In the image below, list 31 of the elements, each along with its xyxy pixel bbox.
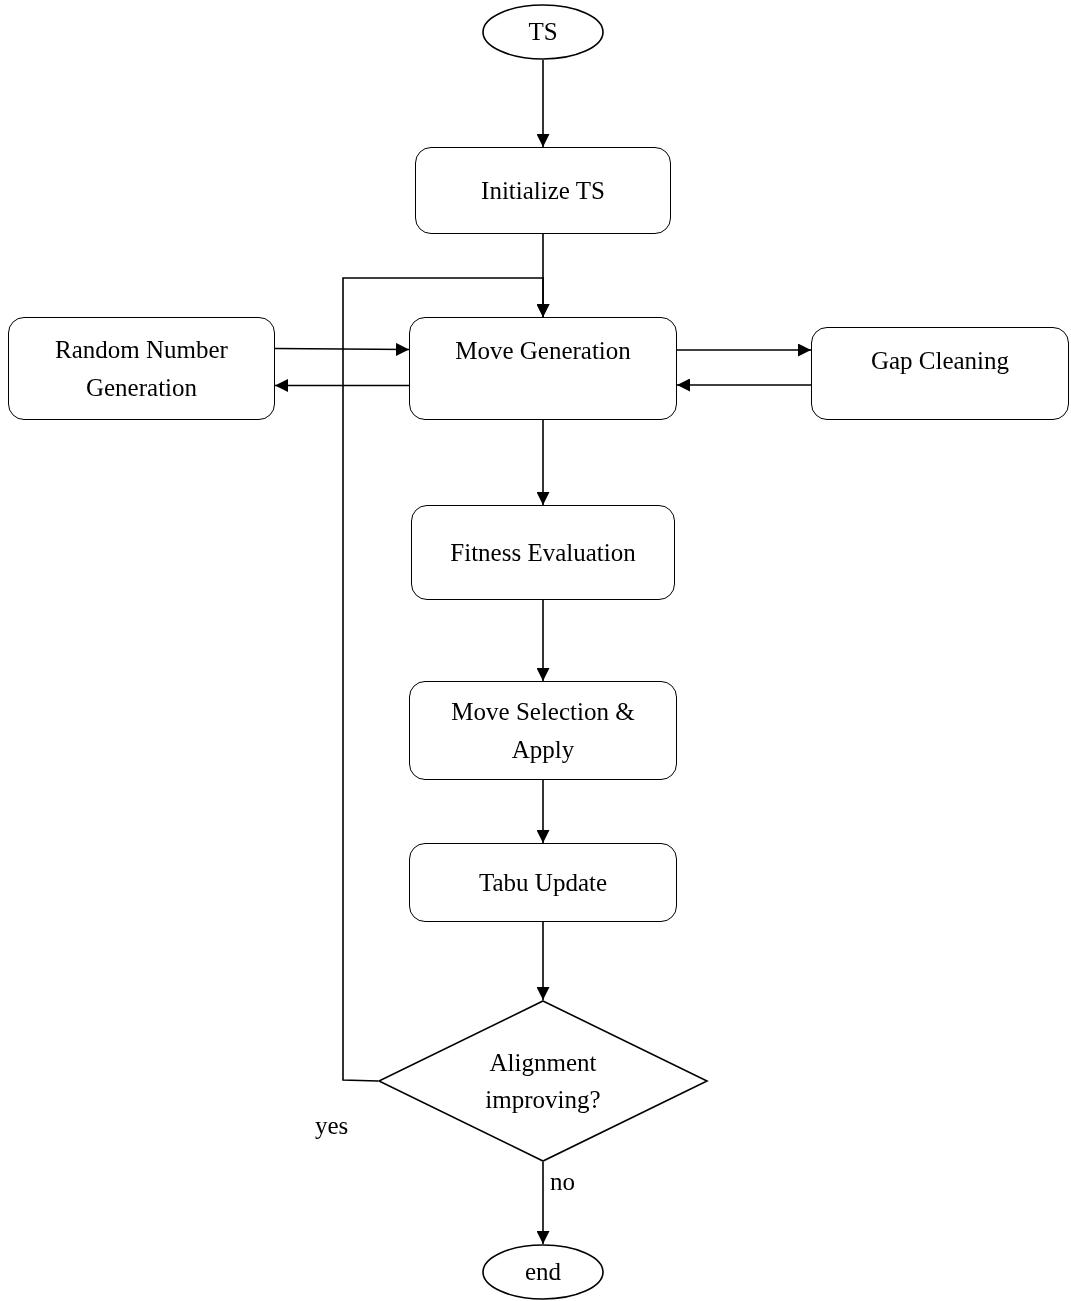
node-label: Fitness Evaluation <box>449 537 637 568</box>
node-label: Move Selection & Apply <box>450 697 636 765</box>
arrow <box>536 921 550 1001</box>
arrow <box>536 599 550 682</box>
process-box <box>415 147 671 234</box>
node-label: Tabu Update <box>477 867 609 898</box>
process-box <box>409 317 677 420</box>
node-label: Gap Cleaning <box>869 346 1011 376</box>
node-label: Move Generation <box>454 336 632 366</box>
terminal-ellipse <box>482 4 604 60</box>
arrow <box>342 277 550 1082</box>
node-label: Initialize TS <box>480 175 606 206</box>
arrow <box>536 419 550 506</box>
arrow <box>274 379 410 392</box>
process-box <box>409 843 677 922</box>
decision-diamond <box>378 1000 708 1162</box>
terminal-ellipse <box>482 1244 604 1300</box>
process-box <box>411 505 675 600</box>
arrow <box>274 342 410 356</box>
node-label: Alignment improving? <box>484 1047 602 1115</box>
arrow <box>536 1161 550 1245</box>
process-box <box>811 327 1069 420</box>
arrow <box>536 59 550 148</box>
arrow <box>536 779 550 844</box>
process-box <box>409 681 677 780</box>
process-box <box>8 317 275 420</box>
node-label: end <box>523 1257 563 1288</box>
node-label: TS <box>527 17 559 48</box>
node-label: Random Number Generation <box>54 335 229 403</box>
arrow <box>676 378 812 392</box>
arrow <box>676 343 812 357</box>
